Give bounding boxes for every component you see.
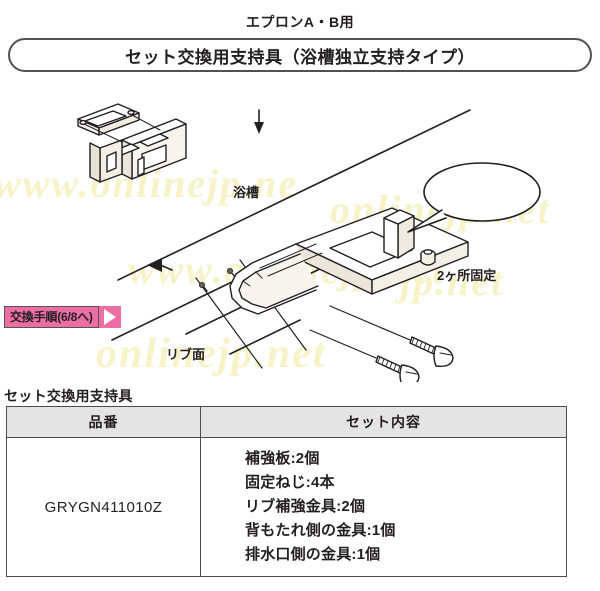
procedure-button-body[interactable]: 交換手順(6/8へ) [4, 306, 99, 328]
replacement-procedure-button[interactable]: 交換手順(6/8へ) [4, 306, 121, 328]
arrow-left-icon [147, 258, 173, 272]
table-header-row: 品番 セット内容 [6, 406, 567, 438]
parts-table: 品番 セット内容 GRYGN411010Z 補強板:2個 固定ねじ:4本 リブ補… [6, 406, 567, 577]
set-content-item: リブ補強金具:2個 [245, 498, 366, 515]
cell-part-number: GRYGN411010Z [6, 437, 201, 577]
table-caption: セット交換用支持具 [4, 388, 133, 404]
column-header-part-number: 品番 [6, 406, 201, 438]
screw-icon [309, 305, 454, 382]
apron-subtitle: エプロンA・B用 [245, 14, 355, 30]
arrow-down-icon [254, 109, 264, 134]
drain-side-bracket-icon [229, 207, 469, 315]
support-bracket-isometric-icon [83, 114, 187, 183]
set-content-item: 背もたれ側の金具:1個 [245, 522, 396, 539]
assembly-diagram: 浴槽 リブ面 2ヶ所固定 [0, 82, 600, 382]
label-rib-surface: リブ面 [166, 347, 206, 362]
page-title: セット交換用支持具（浴槽独立支持タイプ） [8, 38, 592, 72]
column-header-set-contents: セット内容 [200, 406, 567, 438]
page-title-text: セット交換用支持具（浴槽独立支持タイプ） [125, 47, 475, 67]
procedure-button-label: 交換手順(6/8へ) [10, 310, 93, 324]
triangle-right-icon[interactable] [98, 306, 121, 328]
set-content-item: 固定ねじ:4本 [245, 474, 335, 491]
set-content-item: 補強板:2個 [245, 450, 320, 467]
table-row: GRYGN411010Z 補強板:2個 固定ねじ:4本 リブ補強金具:2個 背も… [6, 437, 567, 577]
label-fixing-callout: 2ヶ所固定 [437, 268, 497, 283]
cell-set-contents: 補強板:2個 固定ねじ:4本 リブ補強金具:2個 背もたれ側の金具:1個 排水口… [200, 437, 567, 577]
reinforcement-plate-icon [77, 103, 140, 136]
set-content-item: 排水口側の金具:1個 [245, 546, 381, 563]
label-bathtub: 浴槽 [233, 185, 260, 200]
speech-bubble-icon [407, 162, 541, 233]
